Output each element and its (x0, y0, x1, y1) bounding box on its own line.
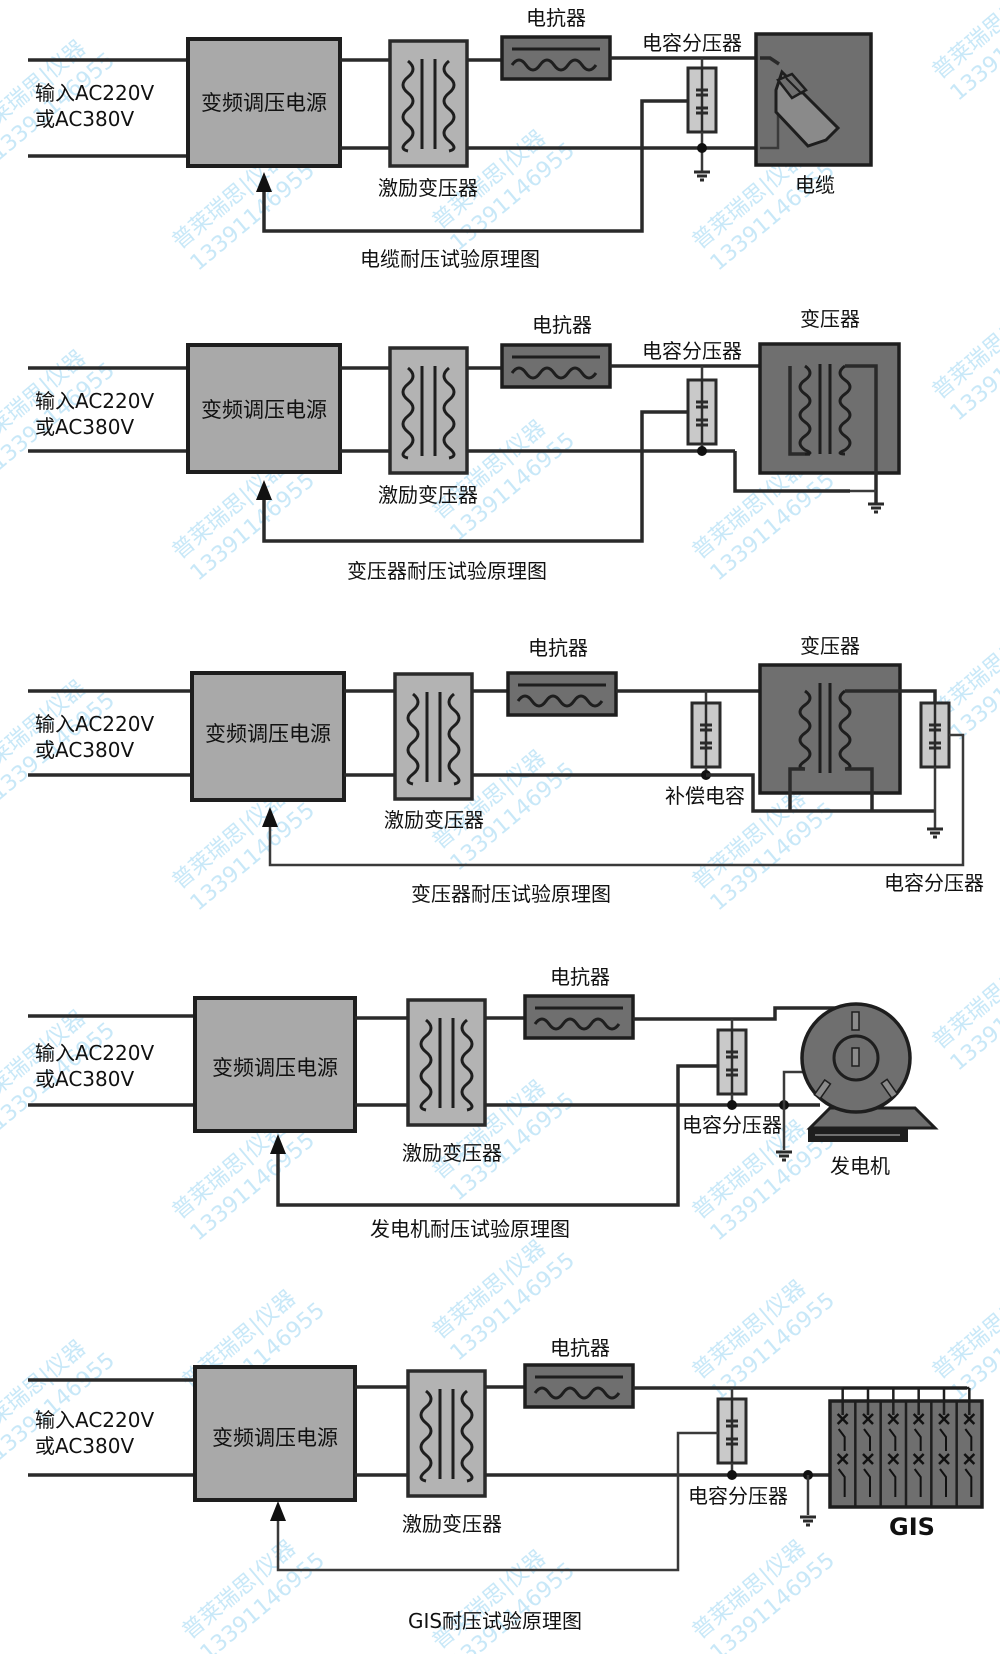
power-supply-box (193, 996, 357, 1133)
device-label: 变压器 (800, 634, 860, 658)
input-label-line1: 输入AC220V (35, 81, 154, 105)
exciter-transformer-icon (406, 998, 487, 1127)
ground-icon (798, 1515, 818, 1527)
reactor-icon (500, 343, 612, 389)
feedback-arrow-icon (270, 1501, 286, 1521)
exciter-label: 激励变压器 (378, 176, 478, 200)
reactor-label: 电抗器 (528, 636, 588, 660)
reactor-icon (506, 671, 618, 717)
diagram-caption: 变压器耐压试验原理图 (411, 882, 611, 906)
junction-dot (697, 143, 707, 153)
exciter-transformer-icon (388, 39, 469, 168)
divider-label: 电容分压器 (688, 1484, 788, 1508)
diagram-cable: 输入AC220V 或AC380V 变频调压电源 激励变压器 电抗器 电容分压器 … (28, 6, 873, 271)
gis-bay (837, 1468, 846, 1497)
junction-dot (727, 1100, 737, 1110)
reactor-icon (523, 994, 635, 1040)
device-label: GIS (889, 1513, 935, 1541)
diagram-caption: 电缆耐压试验原理图 (360, 247, 540, 271)
exciter-label: 激励变压器 (384, 808, 484, 832)
feedback-arrow-icon (270, 1134, 286, 1154)
reactor-label: 电抗器 (532, 313, 592, 337)
cable-icon (760, 56, 841, 150)
ground-icon (692, 170, 712, 182)
compensator-label: 补偿电容 (665, 784, 745, 808)
power-supply-box (190, 671, 346, 802)
feedback-wire (262, 99, 688, 233)
device-label: 发电机 (830, 1154, 890, 1178)
power-supply-label: 变频调压电源 (212, 1056, 338, 1080)
input-label-line2: 或AC380V (35, 1067, 134, 1091)
ground-icon (866, 502, 886, 514)
exciter-label: 激励变压器 (378, 483, 478, 507)
transformer-icon (788, 364, 878, 504)
diagram-caption: 变压器耐压试验原理图 (347, 559, 547, 583)
input-label-line2: 或AC380V (35, 107, 134, 131)
gis-bay (863, 1468, 871, 1497)
input-label-line2: 或AC380V (35, 415, 134, 439)
feedback-arrow-icon (256, 480, 272, 500)
divider-label: 电容分压器 (884, 871, 984, 895)
feedback-arrow-icon (256, 172, 272, 192)
reactor-icon (500, 35, 612, 81)
exciter-transformer-icon (393, 672, 474, 801)
ground-icon (925, 827, 945, 839)
gis-icon (828, 1386, 984, 1509)
gis-bay (939, 1468, 947, 1497)
capacitive-divider-icon (716, 1028, 748, 1096)
junction-dot (727, 1470, 737, 1480)
gis-bay (964, 1468, 973, 1497)
input-label-line2: 或AC380V (35, 1434, 134, 1458)
capacitive-divider-icon (919, 701, 951, 769)
gis-bay (913, 1468, 922, 1497)
divider-label: 电容分压器 (682, 1113, 782, 1137)
divider-label: 电容分压器 (642, 31, 742, 55)
gis-bay (888, 1468, 897, 1497)
transformer-icon (788, 683, 937, 811)
input-label-line1: 输入AC220V (35, 389, 154, 413)
divider-label: 电容分压器 (642, 339, 742, 363)
power-supply-label: 变频调压电源 (201, 398, 327, 422)
power-supply-label: 变频调压电源 (205, 722, 331, 746)
diagram-caption: 发电机耐压试验原理图 (370, 1217, 570, 1241)
compensation-capacitor-icon (690, 701, 722, 769)
diagram-gis: 输入AC220V 或AC380V 变频调压电源 激励变压器 电抗器 电容分压器 … (28, 1336, 984, 1633)
power-supply-box (186, 343, 342, 474)
feedback-arrow-icon (262, 807, 278, 827)
diagram-generator: 输入AC220V 或AC380V 变频调压电源 激励变压器 电抗器 电容分压器 … (28, 965, 939, 1241)
reactor-icon (523, 1363, 635, 1409)
reactor-label: 电抗器 (550, 965, 610, 989)
power-supply-label: 变频调压电源 (212, 1426, 338, 1450)
capacitive-divider-icon (716, 1397, 748, 1465)
generator-icon (800, 1002, 939, 1142)
device-label: 变压器 (800, 307, 860, 331)
capacitive-divider-icon (686, 378, 718, 446)
input-label-line2: 或AC380V (35, 738, 134, 762)
input-label-line1: 输入AC220V (35, 712, 154, 736)
exciter-transformer-icon (388, 346, 469, 475)
device-label: 电缆 (795, 173, 835, 197)
exciter-label: 激励变压器 (402, 1512, 502, 1536)
power-supply-box (193, 1365, 357, 1502)
power-supply-box (186, 37, 342, 168)
junction-dot (697, 446, 707, 456)
input-label-line1: 输入AC220V (35, 1408, 154, 1432)
capacitive-divider-icon (686, 66, 718, 134)
diagram-caption: GIS耐压试验原理图 (408, 1609, 582, 1633)
power-supply-label: 变频调压电源 (201, 91, 327, 115)
exciter-transformer-icon (406, 1369, 487, 1498)
exciter-label: 激励变压器 (402, 1141, 502, 1165)
diagram-transformer-1: 输入AC220V 或AC380V 变频调压电源 激励变压器 电抗器 电容分压器 … (28, 307, 901, 583)
diagram-transformer-2: 输入AC220V 或AC380V 变频调压电源 激励变压器 电抗器 补偿电容 (28, 634, 984, 906)
reactor-label: 电抗器 (550, 1336, 610, 1360)
input-label-line1: 输入AC220V (35, 1041, 154, 1065)
reactor-label: 电抗器 (526, 6, 586, 30)
